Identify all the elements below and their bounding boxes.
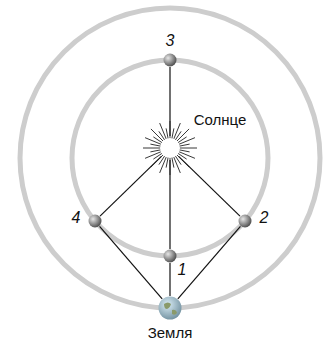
sun-ray [166,128,168,139]
planet-shape [163,249,177,263]
sun-shape [142,120,198,176]
sight-line [178,226,241,299]
earth-shape [158,296,182,320]
sun-ray [172,128,174,139]
callout-number: 4 [72,209,81,227]
sun-ray [150,150,161,152]
planet-ball: 2 [238,214,252,228]
planet-ball: 1 [163,249,177,263]
sight-line [170,263,171,296]
earth-globe [159,297,182,320]
inner-orbit [72,60,268,256]
sight-line [100,226,163,299]
callout-number: 1 [178,261,187,279]
sun-ray [178,138,195,145]
sun-ray [173,123,180,140]
planet-ball [164,54,177,67]
sun-ray [178,151,195,158]
sun-ray [160,156,167,173]
body-label: Солнце [194,111,247,129]
sun-ray [175,131,181,140]
sun-ray [159,155,165,164]
planet-ball [239,215,252,228]
sight-line [100,226,163,299]
body-label: Земля [148,324,193,342]
sun-ray [179,144,190,146]
planet-ball [89,215,102,228]
sun-ray [172,157,174,168]
callout-number: 2 [260,209,269,227]
sun-ray [160,123,167,140]
sun-ray [170,157,171,175]
planet-ball [164,250,177,263]
sun-ray [153,137,162,143]
sun-ray [143,148,161,149]
sun-disc [160,138,180,158]
sun-symbol: Солнце [142,120,198,176]
earth-land [164,303,177,315]
planet-shape [238,214,252,228]
sun-ray [170,121,171,139]
sun-ray [177,153,186,159]
sun-ray [145,151,162,158]
sun-ray [166,157,168,168]
planet-shape [88,214,102,228]
outer-orbit [20,8,320,308]
sun-ray [150,144,161,146]
sun-ray [145,138,162,145]
planet-shape [163,53,177,67]
planet-ball: 3 [163,53,177,67]
sun-ray [173,156,180,173]
callout-number: 3 [166,32,175,50]
sight-line [169,263,170,296]
sun-ray [179,150,190,152]
earth-globe: Земля [158,296,182,320]
sun-ray [179,148,197,149]
sight-line [178,226,241,299]
planet-ball: 4 [88,214,102,228]
